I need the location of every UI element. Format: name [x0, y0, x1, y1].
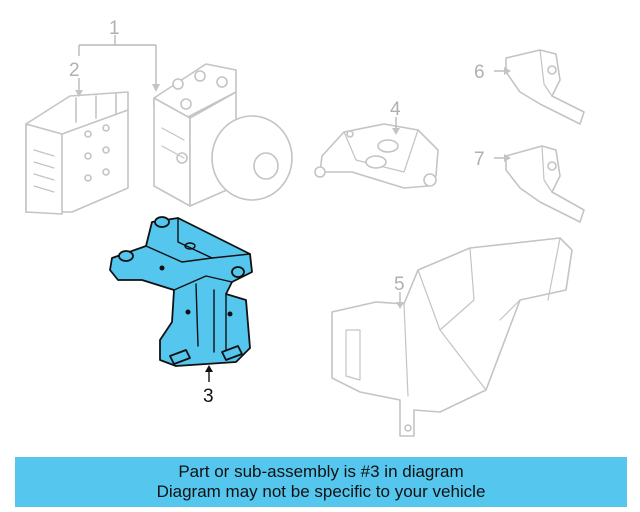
banner-line-2: Diagram may not be specific to your vehi… — [156, 482, 486, 501]
callout-1[interactable]: 1 — [109, 18, 120, 39]
part-5-shield[interactable] — [331, 237, 573, 437]
exploded-parts-diagram: 1 2 — [25, 18, 585, 437]
part-1-hydraulic-unit[interactable] — [153, 63, 293, 207]
part-4-mounting-plate[interactable] — [314, 123, 439, 189]
callout-3-arrowhead — [205, 365, 213, 372]
callout-4[interactable]: 4 — [390, 99, 401, 120]
part-6-bracket[interactable] — [505, 49, 585, 125]
callout-5[interactable]: 5 — [394, 274, 405, 295]
callout-6[interactable]: 6 — [474, 62, 485, 83]
part-3-bracket-highlighted[interactable] — [109, 216, 253, 367]
callout-7[interactable]: 7 — [474, 149, 485, 170]
callout-3[interactable]: 3 — [203, 386, 214, 407]
callout-1-bracket — [78, 35, 160, 92]
banner-line-1: Part or sub-assembly is #3 in diagram — [178, 462, 464, 481]
part-7-bracket[interactable] — [505, 145, 585, 223]
part-2-control-module[interactable] — [25, 91, 129, 215]
callout-2[interactable]: 2 — [69, 60, 80, 81]
info-banner: Part or sub-assembly is #3 in diagram Di… — [15, 457, 627, 507]
